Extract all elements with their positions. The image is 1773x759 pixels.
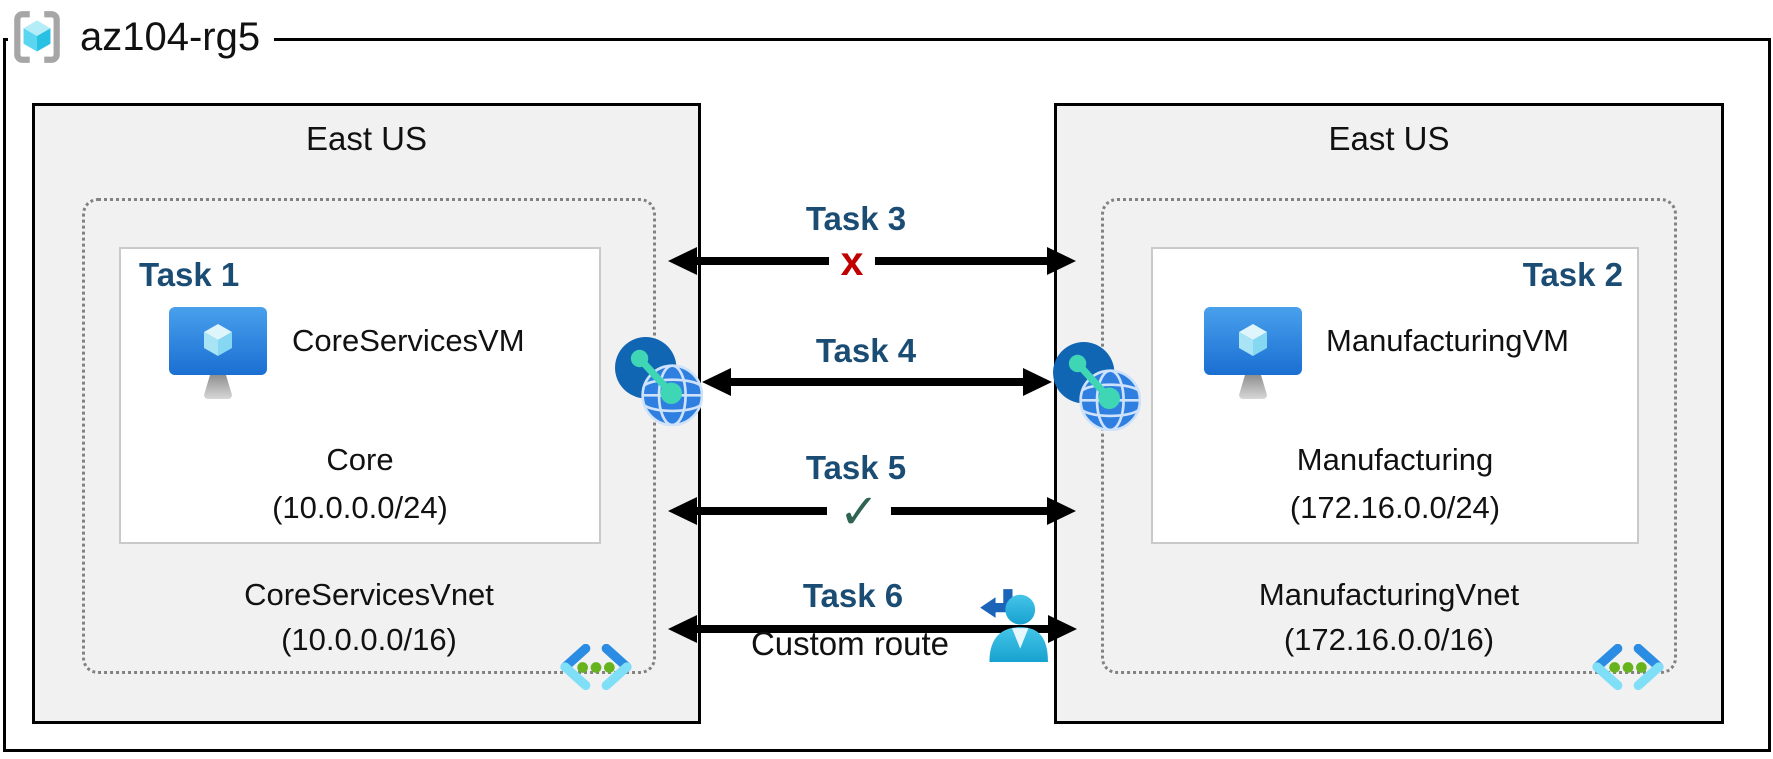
subnet-cidr-right: (172.16.0.0/24): [1289, 490, 1501, 525]
vnet-boundary-right: [1101, 198, 1677, 674]
resource-group-label: az104-rg5: [80, 14, 261, 59]
resource-group-header: az104-rg5: [8, 6, 275, 68]
subnet-box-right: [1151, 247, 1639, 544]
vnet-boundary-left: [82, 198, 656, 674]
vnet-cidr-right: (172.16.0.0/16): [1283, 622, 1495, 657]
resource-group-boundary: [3, 38, 1771, 752]
task2-label: Task 2: [1522, 256, 1623, 293]
vnet-name-left: CoreServicesVnet: [244, 577, 494, 612]
allowed-check-marker: ✓: [838, 486, 880, 539]
subnet-name-left: Core: [326, 442, 394, 477]
virtual-network-icon: [1592, 644, 1664, 691]
network-interface-icon: [615, 337, 703, 426]
task1-label: Task 1: [139, 256, 240, 293]
vnet-name-right: ManufacturingVnet: [1258, 577, 1520, 612]
vm-name-left: CoreServicesVM: [292, 323, 525, 358]
custom-route-label: Custom route: [750, 625, 950, 662]
vm-name-right: ManufacturingVM: [1326, 323, 1569, 358]
subnet-box-left: [119, 247, 601, 544]
network-interface-icon: [1053, 342, 1141, 431]
blocked-x-marker: x: [840, 238, 864, 284]
vnet-cidr-left: (10.0.0.0/16): [281, 622, 457, 657]
user-route-icon: [980, 589, 1048, 662]
task3-label: Task 3: [805, 200, 907, 237]
region-title-left: East US: [305, 120, 428, 157]
resource-group-icon: [14, 11, 60, 63]
virtual-machine-icon: [169, 307, 267, 399]
virtual-network-icon: [560, 644, 632, 691]
subnet-cidr-left: (10.0.0.0/24): [272, 490, 448, 525]
task6-label: Task 6: [802, 577, 904, 614]
subnet-name-right: Manufacturing: [1296, 442, 1494, 477]
region-title-right: East US: [1328, 120, 1450, 157]
task4-label: Task 4: [815, 332, 917, 369]
virtual-machine-icon: [1204, 307, 1302, 399]
task5-label: Task 5: [805, 449, 907, 486]
